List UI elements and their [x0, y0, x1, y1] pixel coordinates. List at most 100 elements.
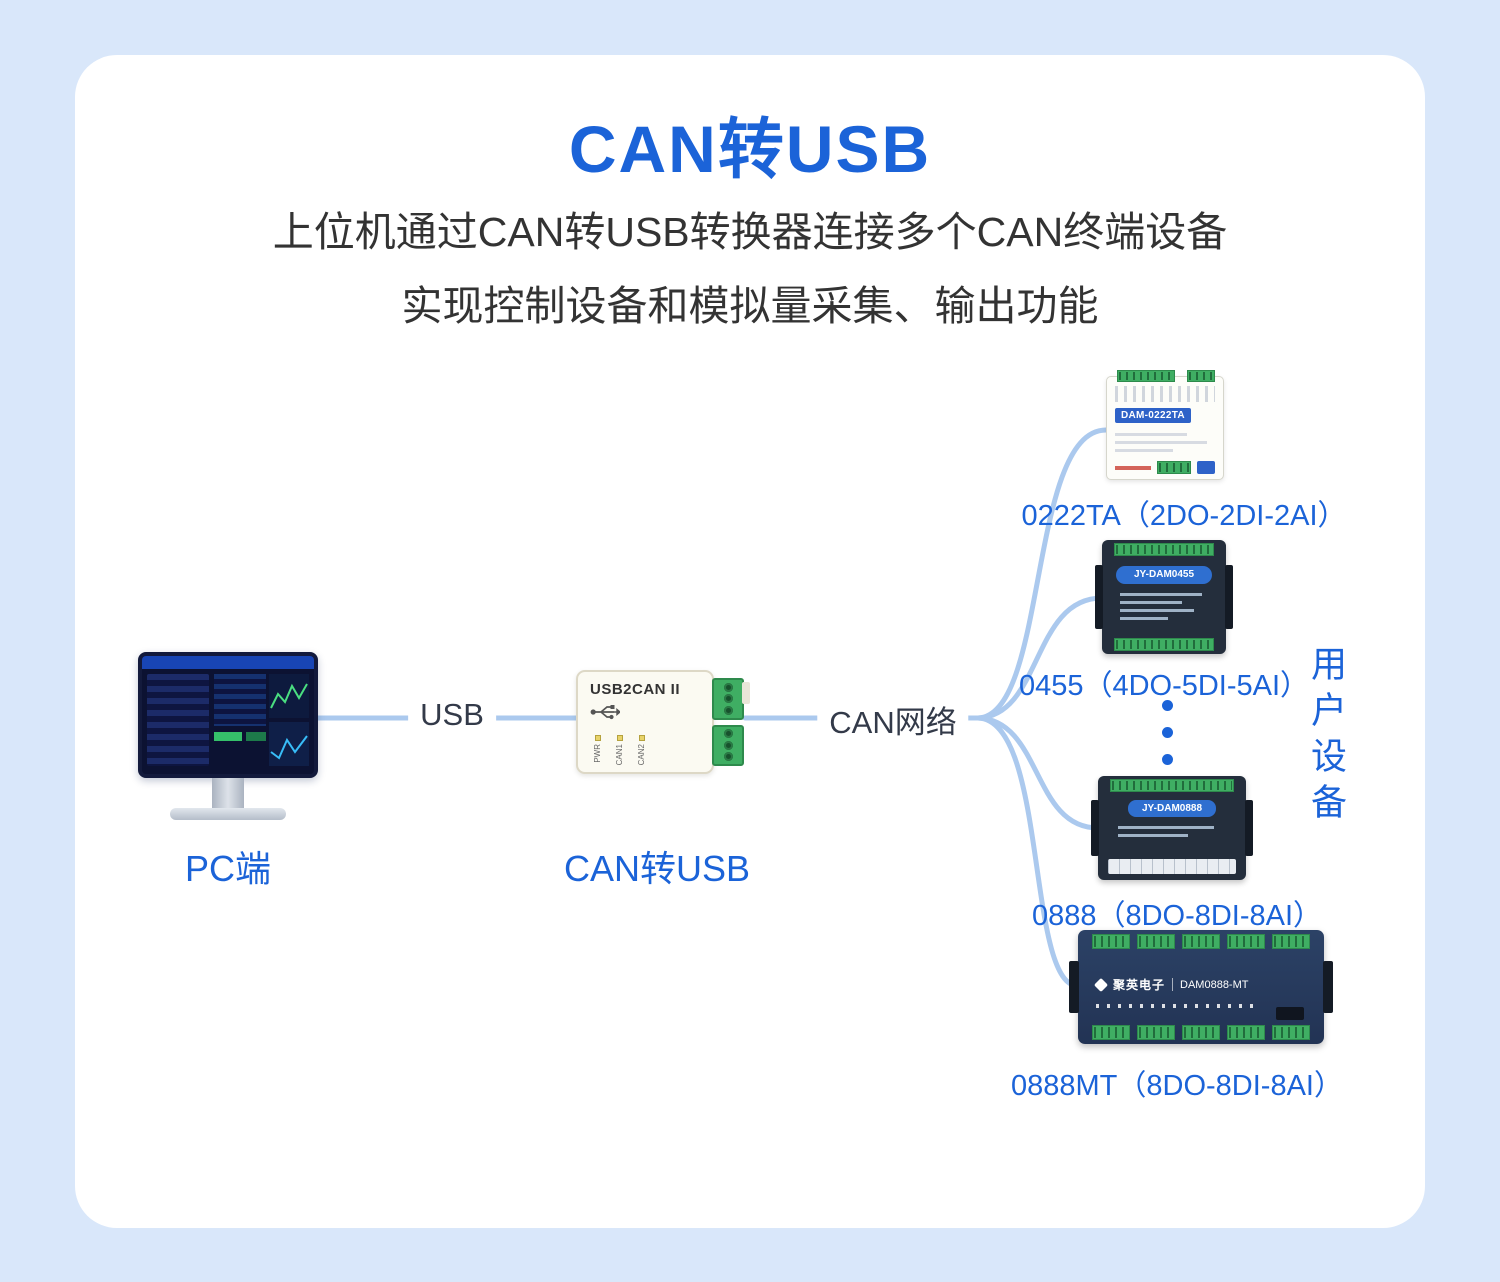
mounting-ear: [1245, 800, 1253, 856]
pc-stand-neck: [212, 778, 244, 808]
pc-label: PC端: [184, 848, 272, 889]
pc-screen-table-panel: [147, 674, 209, 766]
converter-indicator-ports: PWR CAN1 CAN2: [593, 734, 646, 765]
label-strip: [1108, 859, 1236, 874]
device-0222ta-label: 0222TA（2DO-2DI-2AI）: [1021, 500, 1347, 532]
device-0888-label: 0888（8DO-8DI-8AI）: [1031, 900, 1323, 932]
usb-link-label: USB: [408, 697, 496, 733]
mounting-ear: [1091, 800, 1099, 856]
terminal-strip: [1114, 543, 1214, 556]
port-pwr-label: PWR: [593, 743, 602, 763]
ellipsis-dot: [1162, 700, 1173, 711]
subtitle-line-2: 实现控制设备和模拟量采集、输出功能: [401, 283, 1099, 329]
spec-text-line: [1120, 609, 1194, 612]
terminal-strip: [1092, 1025, 1130, 1040]
spec-text-line: [1120, 617, 1168, 620]
terminal-strip: [1110, 779, 1234, 792]
pc-screen-chart-panel-2: [269, 722, 309, 766]
terminal-strip: [1227, 1025, 1265, 1040]
device-0888-model-text: JY-DAM0888: [1128, 800, 1216, 817]
spec-text-line: [1120, 593, 1202, 596]
usb-trident-icon: [590, 705, 620, 720]
pwr-led-icon: [595, 734, 601, 741]
pc-screen-data-panel: [214, 674, 266, 726]
pc-stand-base: [170, 808, 286, 820]
terminal-label-dots: [1096, 1004, 1254, 1008]
converter-model-text: USB2CAN II: [590, 681, 681, 698]
device-0888-illustration: JY-DAM0888: [1091, 776, 1253, 880]
terminal-strip: [1182, 1025, 1220, 1040]
pc-screen-header-bar: [142, 656, 314, 669]
terminal-strip: [1114, 638, 1214, 651]
rj45-port: [1276, 1007, 1304, 1020]
more-devices-ellipsis: [1162, 700, 1173, 765]
ellipsis-dot: [1162, 754, 1173, 765]
mounting-ear: [1095, 565, 1103, 629]
divider: [1172, 978, 1174, 991]
port-can1-label: CAN1: [615, 743, 624, 765]
power-text-line: [1115, 466, 1151, 470]
converter-label: CAN转USB: [563, 848, 751, 889]
can1-led-icon: [617, 734, 623, 741]
device-0455-illustration: JY-DAM0455: [1095, 540, 1233, 654]
mounting-ear: [1225, 565, 1233, 629]
mounting-ear: [1323, 961, 1333, 1013]
spec-text-line: [1118, 834, 1188, 837]
brand-logo-icon: [1093, 977, 1109, 992]
device-0888mt-model-text: DAM0888-MT: [1180, 978, 1249, 991]
terminal-strip: [1182, 934, 1220, 949]
spec-text-line: [1118, 826, 1214, 829]
terminal-screw: [723, 682, 733, 692]
device-0888mt-label: 0888MT（8DO-8DI-8AI）: [1011, 1070, 1343, 1102]
spec-text-line: [1115, 449, 1173, 452]
pc-screen-chart-line: [270, 683, 308, 709]
pc-screen-chart-panel: [269, 674, 309, 718]
device-0888mt-brand-row: 聚英电子 DAM0888-MT: [1093, 976, 1249, 993]
terminal-block-bottom: [712, 724, 744, 766]
pc-screen-green-block-2: [246, 732, 266, 741]
spec-text-line: [1115, 433, 1187, 436]
converter-body: USB2CAN II PWR CAN1 CAN2: [576, 670, 714, 774]
page-title: CAN转USB: [568, 112, 932, 186]
terminal-strip: [1117, 370, 1175, 382]
converter-terminal-blocks: [712, 678, 744, 766]
device-0455-model-text: JY-DAM0455: [1116, 566, 1212, 584]
terminal-screw: [723, 729, 733, 739]
terminal-strip: [1092, 934, 1130, 949]
terminal-strip: [1272, 1025, 1310, 1040]
device-0455-label: 0455（4DO-5DI-5AI）: [1018, 670, 1310, 702]
port-can1: CAN1: [615, 734, 624, 765]
converter-side-connector: [742, 682, 750, 704]
terminal-row-top: [1092, 934, 1310, 949]
terminal-block-top: [712, 678, 744, 720]
terminal-strip: [1137, 1025, 1175, 1040]
terminal-screw: [723, 752, 733, 762]
terminal-screw: [723, 740, 733, 750]
can-network-label: CAN网络: [817, 697, 969, 742]
port-pwr: PWR: [593, 734, 602, 765]
pin-diagram: [1115, 386, 1215, 402]
port-can2-label: CAN2: [637, 743, 646, 765]
terminal-screw: [723, 694, 733, 704]
spec-text-line: [1120, 601, 1182, 604]
pc-screen-chart-line-2: [270, 735, 308, 760]
device-0888mt-illustration: 聚英电子 DAM0888-MT: [1069, 930, 1333, 1044]
subtitle-line-1: 上位机通过CAN转USB转换器连接多个CAN终端设备: [272, 209, 1228, 255]
device-0222ta-illustration: DAM-0222TA: [1106, 370, 1224, 480]
spec-text-line: [1115, 441, 1207, 444]
usb2can-converter-illustration: USB2CAN II PWR CAN1 CAN2: [576, 670, 750, 774]
rs485-module: [1197, 461, 1215, 474]
user-devices-label: 用户设备: [1306, 645, 1347, 829]
pc-illustration: [138, 652, 318, 824]
terminal-strip: [1272, 934, 1310, 949]
pc-screen: [138, 652, 318, 778]
terminal-screw: [723, 705, 733, 715]
port-can2: CAN2: [637, 734, 646, 765]
can2-led-icon: [639, 734, 645, 741]
terminal-strip: [1227, 934, 1265, 949]
terminal-strip: [1187, 370, 1215, 382]
brand-name-text: 聚英电子: [1113, 978, 1166, 992]
terminal-strip: [1137, 934, 1175, 949]
terminal-strip: [1157, 461, 1191, 474]
